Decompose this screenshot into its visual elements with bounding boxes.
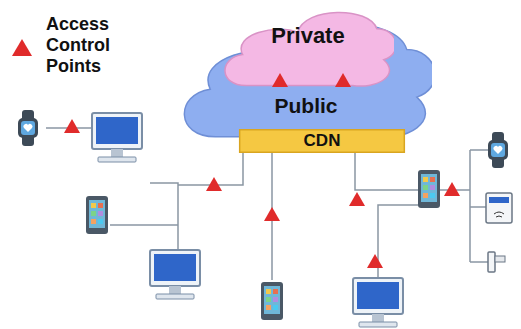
node-label: Private	[222, 23, 394, 49]
legend-sample	[10, 36, 34, 60]
node-label: CDN	[238, 131, 406, 151]
cdn-band: CDN	[238, 129, 406, 153]
private-cloud: Private	[222, 3, 394, 89]
public-cloud: Public Private	[180, 10, 432, 142]
node-label: Public	[180, 94, 432, 118]
legend-text: Access Control Points	[46, 14, 136, 77]
